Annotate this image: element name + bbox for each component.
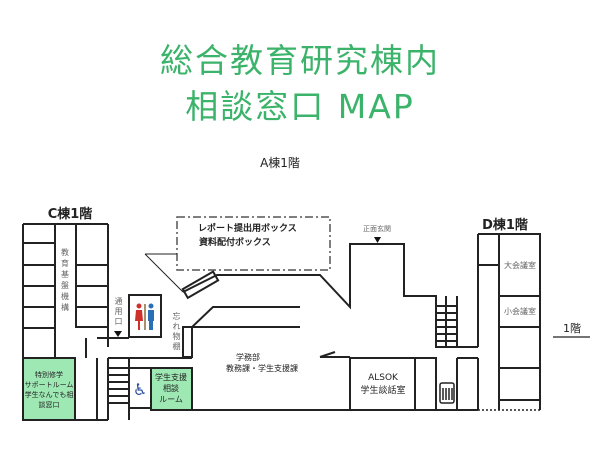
building-c: 教育基盤機構 特別修学サポートルーム学生なんでも相談窓口 [22, 223, 192, 421]
title-line-2: 相談窓口 MAP [185, 87, 415, 126]
elevator-icon [439, 382, 455, 404]
special-support-line: サポートルーム [25, 381, 74, 389]
stairs-c [108, 358, 130, 420]
student-support-line: ルーム [159, 395, 183, 404]
wheelchair-icon: ♿ [133, 380, 147, 399]
room-alsok [349, 357, 416, 411]
small-meeting-room-label: 小会議室 [504, 306, 536, 316]
restroom [128, 294, 162, 338]
callout-box [176, 216, 331, 271]
main-entrance-label: 正面玄関 [363, 224, 391, 233]
lost-found-shelf-label: 忘れ物棚 [172, 312, 181, 352]
building-d-label: D棟1階 [482, 217, 528, 233]
report-box [181, 270, 220, 300]
building-c-label: C棟1階 [48, 206, 93, 222]
special-support-line: 談窓口 [39, 400, 60, 409]
callout-line-2: 資料配付ボックス [199, 236, 271, 248]
gakumu-label: 学務部 [236, 352, 260, 362]
special-support-line: 学生なんでも相 [25, 390, 74, 399]
large-meeting-room-label: 大会議室 [504, 260, 536, 270]
special-support-line: 特別修学 [35, 370, 63, 379]
service-entrance-label: 通用口 [114, 297, 123, 327]
restroom-icon [135, 303, 154, 330]
building-a-label: A棟1階 [260, 155, 300, 170]
room-student-support [150, 367, 193, 411]
svg-text:特別修学サポートルーム学生なんでも相談窓口: 特別修学サポートルーム学生なんでも相談窓口 [25, 370, 74, 409]
lost-found-shelf [182, 326, 193, 358]
alsok-room-label: 学生談話室 [360, 384, 405, 396]
kyoiku-kiban-label: 教育基盤機構 [61, 247, 69, 312]
stairs-a [436, 296, 458, 347]
callout-line-1: レポート提出用ボックス [198, 222, 297, 234]
building-d [477, 233, 541, 410]
svg-text:学生支援相談ルーム: 学生支援相談ルーム [155, 372, 187, 404]
room-special-support [22, 357, 76, 421]
gakumu-sections-label: 教務課・学生支援課 [226, 363, 298, 373]
student-support-line: 学生支援 [155, 372, 187, 382]
title-line-1: 総合教育研究棟内 [160, 41, 440, 80]
entrance-arrow-icon [374, 237, 381, 243]
entrance-arrow-icon [114, 331, 122, 337]
alsok-label: ALSOK [368, 373, 399, 383]
student-support-line: 相談 [163, 383, 179, 393]
floor-label: 1階 [563, 321, 581, 335]
